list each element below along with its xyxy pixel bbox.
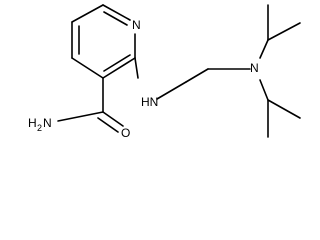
ring-bond-1 [102,4,131,21]
amide-co-bond-1 [102,111,124,127]
amide-nh2-label: H 2 N [28,116,52,133]
ring-bond-6 [71,4,104,23]
ring-nitrogen-label: N [132,18,141,32]
ring-inner-bond-3 [103,54,131,72]
molecule-svg: N N HN O H 2 N [28,4,301,140]
diisopropylamino-group [259,4,301,138]
lower-isopropyl-bond-2 [267,99,301,119]
molecule-diagram: N N HN O H 2 N [28,4,301,140]
amide-subscript-label: 2 [37,123,42,133]
chain-bond-1 [185,68,209,83]
ring-bond-4 [71,57,104,79]
pyridine-ring [71,4,136,79]
amino-chain [134,57,251,100]
amide-cn-bond [57,111,104,122]
ring-bond-3 [102,57,136,79]
upper-isopropyl-bond-2 [267,22,301,41]
amide-h-label: H [28,116,37,130]
nh-label: HN [141,95,158,109]
amine-down-bond [259,79,269,101]
amide-group [57,77,124,133]
amide-oxygen-label: O [121,126,130,140]
ring-inner-bond-1 [103,11,128,26]
nh-to-chain-bond [156,81,187,100]
amide-n-label: N [43,116,52,130]
ring-to-nh-bond [134,57,139,79]
amide-co-bond-2 [97,117,119,133]
amine-up-bond [259,39,269,59]
amine-nitrogen-label: N [250,61,259,75]
